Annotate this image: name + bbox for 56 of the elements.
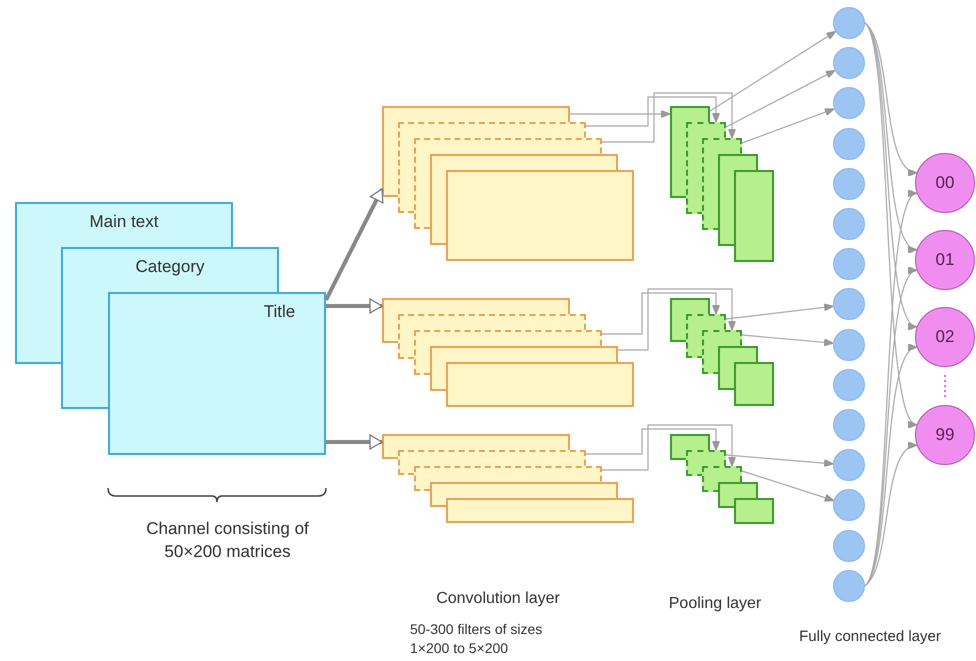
neuron-circle (833, 489, 865, 522)
feature-map-sheet (446, 362, 634, 407)
neuron-circle (833, 288, 865, 320)
arrow (710, 30, 836, 112)
neuron-circle (833, 368, 865, 401)
caption-text: Fully connected layer (798, 627, 942, 647)
arrow (742, 334, 834, 346)
pooled-map-sheet (734, 498, 774, 524)
arrow (742, 108, 835, 144)
arrow (602, 292, 720, 335)
sheet-label: Title (262, 302, 296, 322)
sheet-label: Category (134, 257, 206, 277)
caption-text: Channel consisting of 50×200 matrices (145, 518, 310, 563)
class-label: 01 (934, 249, 956, 271)
arrow (586, 96, 720, 127)
arrow (618, 288, 736, 351)
input-matrix-sheet (108, 292, 326, 455)
class-label: 99 (934, 424, 956, 446)
pooled-map-sheet (734, 170, 774, 262)
class-label: 00 (934, 172, 956, 194)
class-label: 02 (934, 326, 956, 348)
neuron-circle (833, 208, 865, 240)
arrow (602, 92, 736, 143)
neuron-circle (833, 409, 865, 441)
arrow (726, 70, 836, 128)
neuron-circle (833, 87, 865, 120)
feature-map-sheet (446, 170, 634, 261)
arrow (864, 444, 918, 586)
neuron-circle (833, 248, 865, 280)
neuron-circle (833, 168, 865, 200)
arrow (864, 22, 918, 426)
arrow (726, 303, 834, 320)
arrow (864, 22, 918, 174)
neuron-circle (833, 328, 865, 361)
arrow (864, 270, 918, 586)
arrow (726, 454, 834, 468)
neuron-circle (833, 530, 865, 562)
neuron-circle (833, 128, 865, 160)
caption-text: 50-300 filters of sizes 1×200 to 5×200 (410, 620, 544, 658)
neuron-circle (833, 570, 865, 602)
neuron-circle (833, 47, 865, 80)
block-arrow (326, 298, 383, 314)
neuron-circle (833, 449, 865, 482)
sheet-label: Main text (88, 212, 160, 232)
feature-map-sheet (446, 498, 634, 523)
block-arrow (326, 434, 383, 450)
neuron-circle (833, 7, 865, 39)
caption-text: Pooling layer (668, 594, 762, 614)
pooled-map-sheet (734, 362, 774, 406)
arrow (602, 424, 736, 471)
arrow (864, 346, 918, 586)
arrow (570, 110, 671, 118)
block-arrow (324, 188, 384, 301)
arrow (586, 428, 720, 455)
caption-text: Convolution layer (435, 589, 561, 609)
arrow (742, 470, 834, 502)
